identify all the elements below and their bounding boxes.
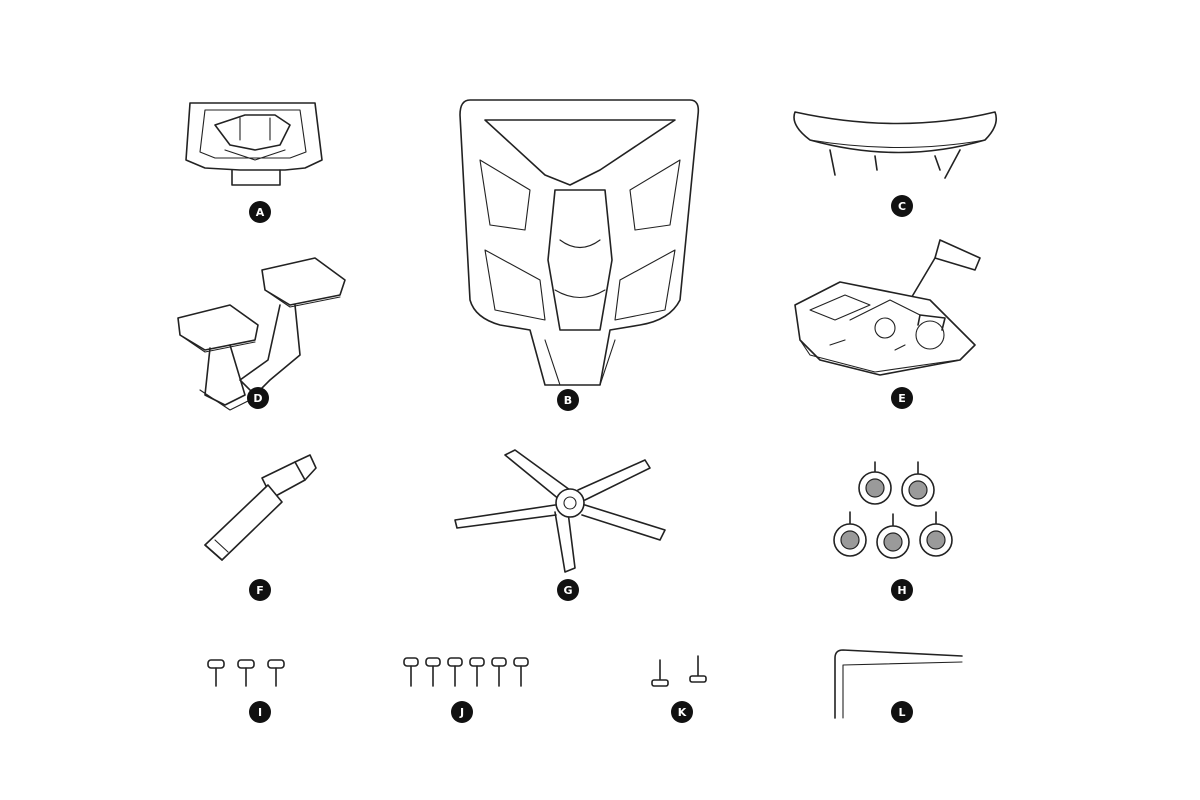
part-i-bolts [207,659,285,687]
bolt-i-1 [207,659,225,687]
part-l-badge: L [891,701,913,723]
caster-2 [901,461,935,507]
bolt-i-2 [237,659,255,687]
part-i-badge: I [249,701,271,723]
part-i-label: I [258,706,262,719]
part-j-label: J [459,706,464,719]
part-k-bolts [651,655,707,687]
bolt-j-3 [447,657,463,687]
part-e-badge: E [891,387,913,409]
bolt-j-2 [425,657,441,687]
part-j-badge: J [451,701,473,723]
bolt-k-1 [651,659,669,687]
part-c-headrest [793,111,998,179]
part-b-label: B [564,394,572,407]
part-a-headrest-bracket [185,102,323,186]
part-g-base [454,449,666,573]
part-a-label: A [256,206,265,219]
part-j-bolts [403,657,529,687]
bolt-j-5 [491,657,507,687]
part-a-badge: A [249,201,271,223]
part-e-mechanism [794,239,981,376]
part-l-hex-key [834,649,963,719]
part-h-badge: H [891,579,913,601]
caster-4 [876,513,910,559]
part-c-badge: C [891,195,913,217]
part-h-casters [833,461,953,559]
caster-5 [919,511,953,557]
part-g-badge: G [557,579,579,601]
part-f-gas-lift [204,454,317,561]
caster-1 [858,461,892,505]
bolt-k-2 [689,655,707,683]
part-b-badge: B [557,389,579,411]
bolt-j-4 [469,657,485,687]
part-d-label: D [253,392,262,405]
part-d-badge: D [247,387,269,409]
caster-3 [833,511,867,557]
part-e-label: E [898,392,906,405]
part-k-badge: K [671,701,693,723]
part-f-badge: F [249,579,271,601]
bolt-j-1 [403,657,419,687]
part-c-label: C [898,200,906,213]
part-l-label: L [898,706,905,719]
part-k-label: K [678,706,687,719]
part-g-label: G [563,584,572,597]
bolt-i-3 [267,659,285,687]
bolt-j-6 [513,657,529,687]
part-b-backrest [459,99,700,386]
part-f-label: F [256,584,264,597]
part-d-armrests [177,257,346,411]
part-h-label: H [897,584,906,597]
